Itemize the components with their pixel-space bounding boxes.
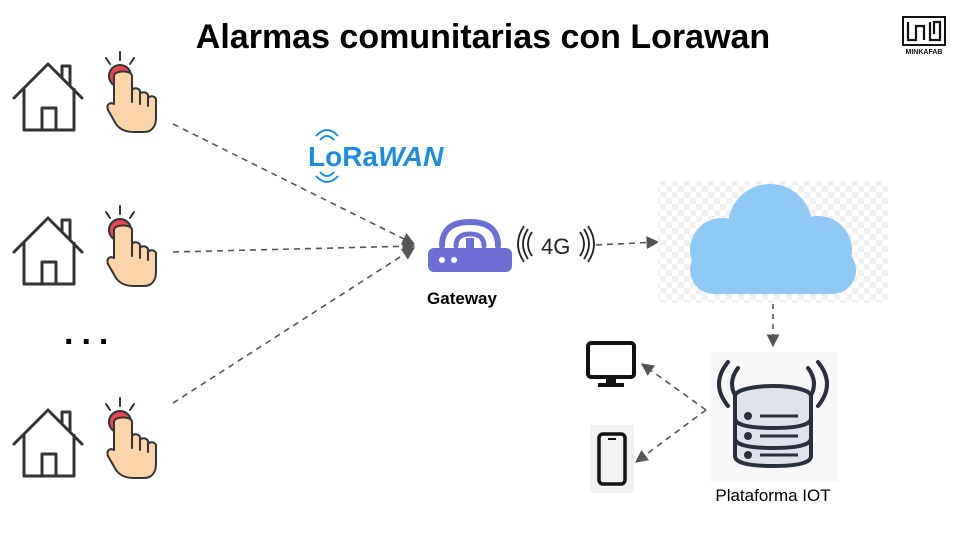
house-icon [12,62,84,132]
cloud-icon [690,184,856,294]
lora-link-arrow [172,247,416,404]
signal-4g-icon: 4G [517,225,595,263]
platform-label: Plataforma IOT [715,486,831,505]
svg-text:MINKAFAB: MINKAFAB [906,49,943,56]
alarm-hand-icon [105,397,157,479]
page-title: Alarmas comunitarias con Lorawan [195,18,771,56]
house-icon [12,408,84,478]
lorawan-logo: LoRaWAN [308,129,444,183]
server-icon [710,352,838,482]
house-icon [12,216,84,286]
monitor-link-arrow [640,363,707,411]
alarm-hand-icon [105,51,157,133]
alarm-hand-icon [105,205,157,287]
svg-text:4G: 4G [541,234,570,259]
gateway-label: Gateway [427,289,497,308]
router-icon [428,218,512,272]
svg-text:LoRaWAN: LoRaWAN [308,141,444,172]
lora-link-arrow [172,123,416,245]
phone-icon [597,432,627,486]
minkafab-logo: MINKAFAB [902,16,946,56]
lora-link-arrow [172,239,416,253]
4g-link-arrow [595,236,660,249]
monitor-icon [586,341,636,387]
phone-link-arrow [634,409,707,463]
more-houses-ellipsis: ... [64,314,117,352]
